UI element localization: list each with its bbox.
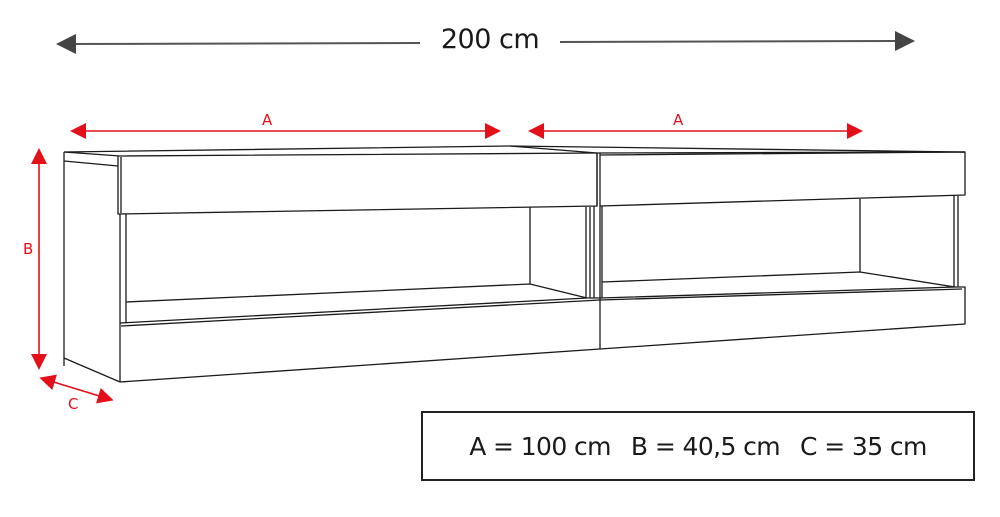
dimension-a-left-label: A (262, 111, 273, 129)
legend-item-c: C = 35 cm (800, 431, 927, 461)
cabinet-outline (63, 145, 966, 383)
dimension-b-label: B (23, 240, 34, 258)
dimension-c-label: C (68, 395, 79, 413)
dimensions-legend: A = 100 cm B = 40,5 cm C = 35 cm (421, 411, 975, 481)
dimension-a-right-label: A (673, 111, 684, 129)
dimension-c-arrow (39, 374, 114, 404)
total-width-label: 200 cm (420, 24, 560, 55)
legend-item-a: A = 100 cm (469, 431, 611, 461)
total-width-arrow (56, 31, 915, 54)
legend-item-b: B = 40,5 cm (630, 431, 781, 461)
